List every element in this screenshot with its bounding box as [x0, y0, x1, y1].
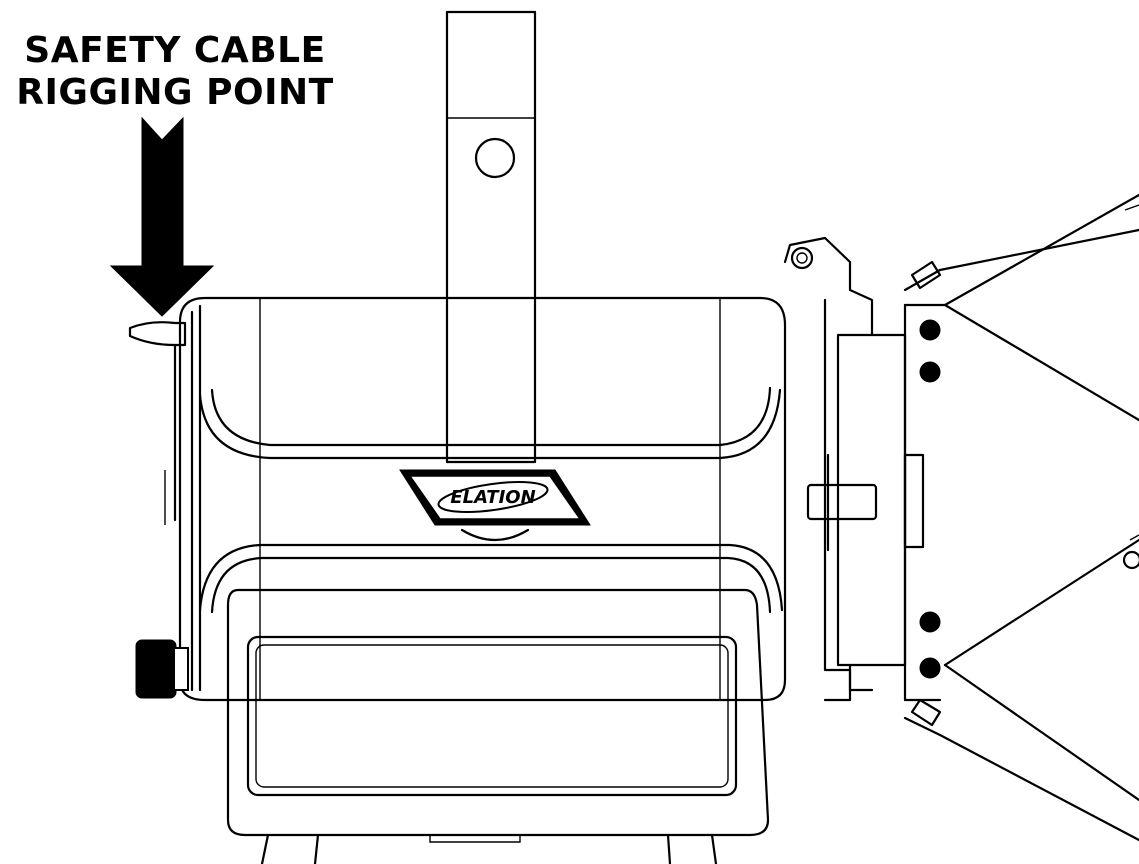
barn-door-screw: [919, 361, 941, 383]
barn-door-screw: [919, 611, 941, 633]
callout-line-1: SAFETY CABLE: [24, 30, 326, 71]
down-arrow-icon: [109, 116, 215, 317]
display-window: [246, 635, 738, 797]
barn-doors: [903, 193, 1139, 842]
callout-line-2: RIGGING POINT: [16, 72, 334, 113]
yoke-bracket: [445, 10, 537, 464]
accessory-holder: [783, 236, 925, 702]
rigging-tab: [128, 321, 187, 525]
logo-text: ELATION: [450, 487, 535, 508]
barn-door-screw: [919, 319, 941, 341]
yoke-bolt-hole: [474, 137, 516, 179]
safety-cable-callout: SAFETY CABLE RIGGING POINT: [0, 30, 350, 114]
fixture-housing: [178, 296, 787, 864]
elation-logo: ELATION: [399, 469, 591, 526]
barn-door-screw: [919, 657, 941, 679]
tilt-lock-knob: [135, 639, 189, 699]
